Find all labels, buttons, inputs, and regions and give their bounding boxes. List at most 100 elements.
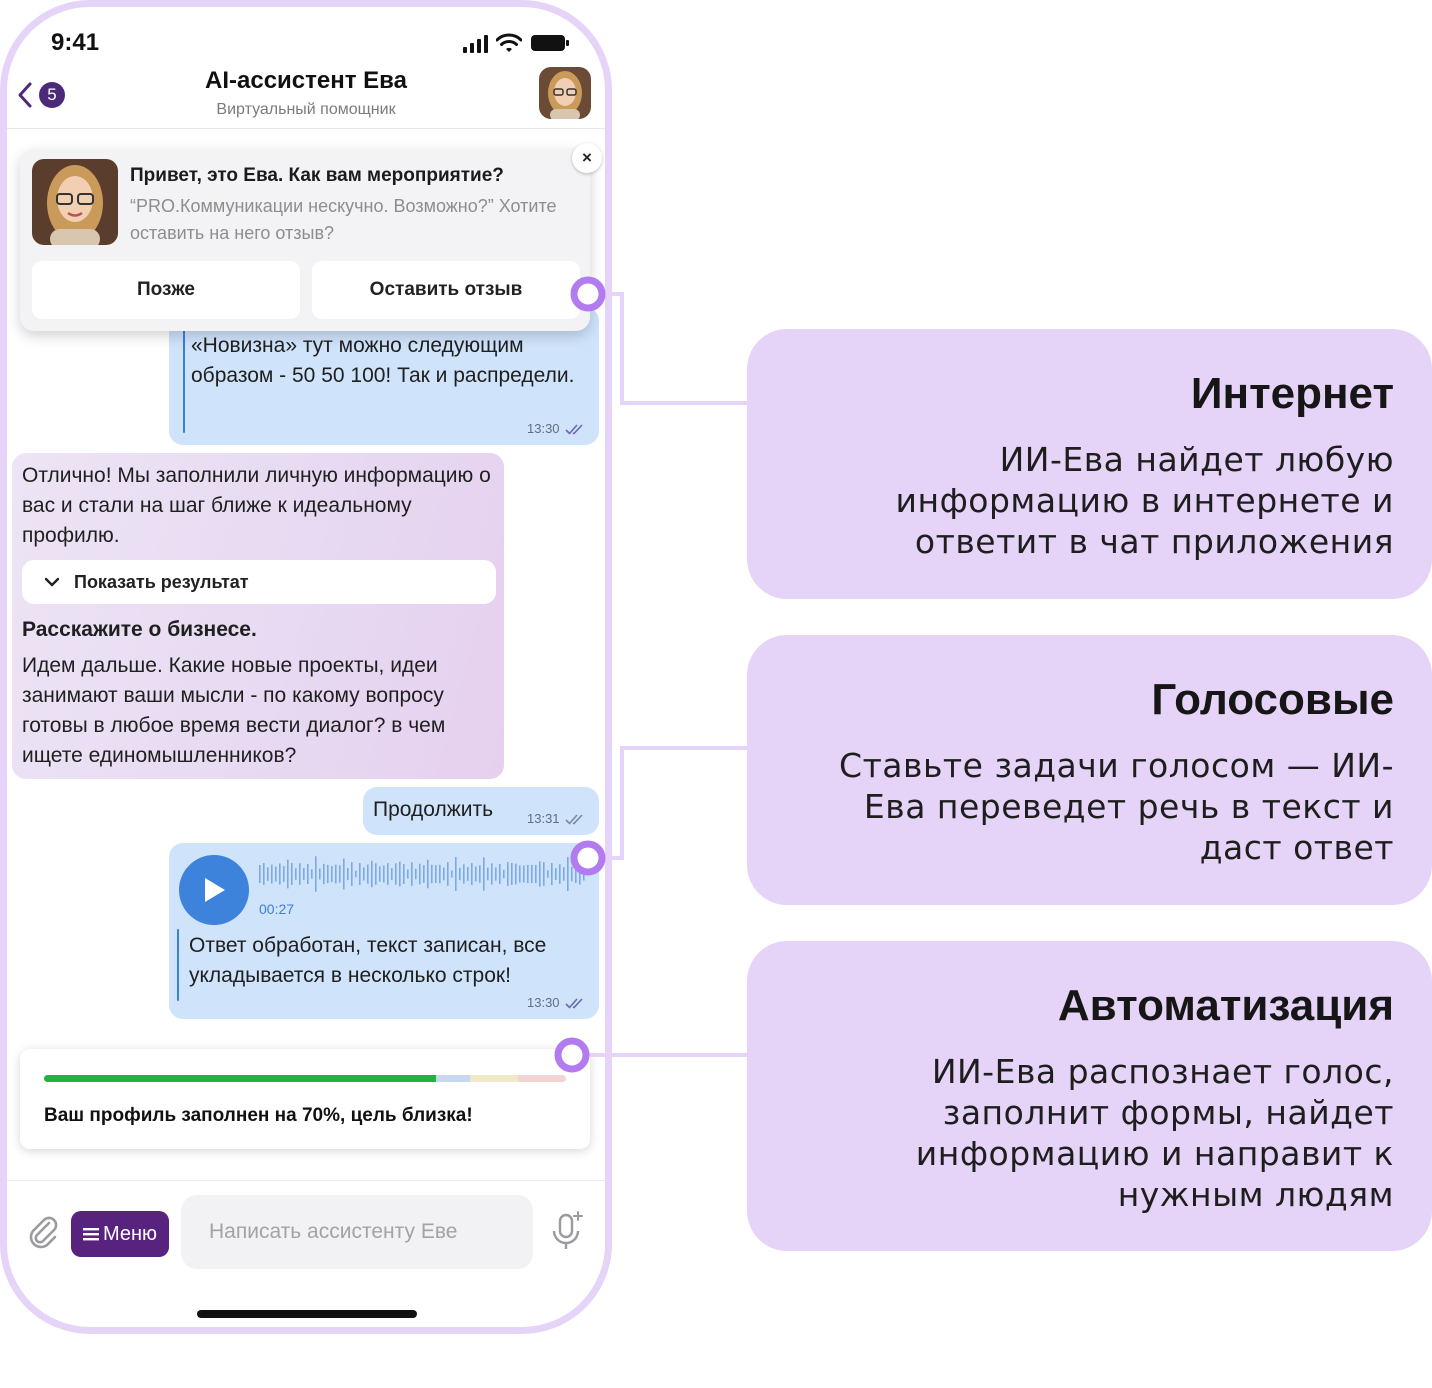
waveform-bar xyxy=(495,867,497,881)
message-intro: Отлично! Мы заполнили личную информацию … xyxy=(22,464,491,547)
message-composer xyxy=(181,1195,533,1269)
waveform-bar xyxy=(583,867,585,881)
play-icon xyxy=(205,878,225,902)
popup-avatar xyxy=(32,159,118,245)
waveform-bar xyxy=(443,867,445,881)
waveform-bar xyxy=(419,863,421,885)
waveform-bar xyxy=(335,864,337,884)
battery-icon xyxy=(531,35,569,51)
waveform-bar xyxy=(487,867,489,881)
callout-text: ИИ-Ева распознает голос, заполнит формы,… xyxy=(915,1052,1394,1214)
waveform-bar xyxy=(275,866,277,882)
assistant-avatar[interactable] xyxy=(539,67,591,119)
waveform-bar xyxy=(303,867,305,881)
waveform-bar xyxy=(439,864,441,884)
waveform-bar xyxy=(479,865,481,883)
later-button[interactable]: Позже xyxy=(32,261,300,319)
double-check-icon xyxy=(564,997,583,1009)
waveform-bar xyxy=(535,864,537,884)
phone-frame: 9:41 5 AI-ассистент Ева Виртуальный помо… xyxy=(0,0,612,1334)
waveform-bar xyxy=(379,866,381,882)
paperclip-icon[interactable] xyxy=(25,1213,61,1249)
waveform-bar xyxy=(483,857,485,891)
message-time-label: 13:30 xyxy=(527,995,560,1010)
waveform-bar xyxy=(547,870,549,878)
waveform-bar xyxy=(311,869,313,879)
menu-button[interactable]: Меню xyxy=(71,1211,169,1257)
callout-text: Ставьте задачи голосом — ИИ-Ева переведе… xyxy=(839,746,1394,867)
message-body: Идем дальше. Какие новые проекты, идеи з… xyxy=(22,654,446,767)
chevron-down-icon xyxy=(44,577,60,587)
voice-duration: 00:27 xyxy=(259,901,295,917)
waveform-bar xyxy=(507,862,509,886)
waveform-bar xyxy=(287,859,289,889)
progress-bar-fill xyxy=(44,1075,436,1082)
waveform-bar xyxy=(331,865,333,883)
waveform-bar xyxy=(359,863,361,885)
close-icon[interactable]: × xyxy=(572,143,602,173)
waveform-bar xyxy=(503,869,505,879)
waveform-bar xyxy=(259,865,261,883)
connector-voice xyxy=(600,746,747,860)
waveform-bar xyxy=(295,868,297,880)
callout-title: Голосовые xyxy=(1151,675,1394,724)
callout-text: ИИ-Ева найдет любую информацию в интерне… xyxy=(895,440,1394,561)
waveform-bar xyxy=(531,864,533,884)
popup-title: Привет, это Ева. Как вам мероприятие? xyxy=(130,165,504,186)
message-text: Продолжить xyxy=(373,798,494,821)
waveform-bar xyxy=(571,866,573,882)
leave-review-button[interactable]: Оставить отзыв xyxy=(312,261,580,319)
profile-progress-card: Ваш профиль заполнен на 70%, цель близка… xyxy=(20,1049,590,1149)
message-input[interactable] xyxy=(181,1195,533,1269)
play-button[interactable] xyxy=(179,855,249,925)
waveform-bar xyxy=(523,865,525,883)
waveform-bar xyxy=(263,863,265,885)
waveform-bar xyxy=(347,867,349,881)
waveform-bar xyxy=(527,864,529,884)
status-time: 9:41 xyxy=(51,29,100,56)
waveform-bar xyxy=(579,863,581,885)
home-indicator xyxy=(197,1310,417,1318)
double-check-icon xyxy=(564,813,583,825)
waveform-bar xyxy=(355,870,357,878)
outgoing-message-continue[interactable]: Продолжить 13:31 xyxy=(363,787,599,835)
waveform-bar xyxy=(551,863,553,885)
message-time-label: 13:30 xyxy=(527,421,560,436)
waveform-bar xyxy=(559,864,561,884)
mic-icon[interactable] xyxy=(547,1209,587,1253)
waveform-bar xyxy=(423,865,425,883)
waveform-bar xyxy=(539,861,541,887)
waveform-bar xyxy=(455,857,457,891)
menu-icon xyxy=(82,1228,99,1241)
waveform-bar xyxy=(431,864,433,884)
waveform-bar xyxy=(271,864,273,884)
waveform-bar xyxy=(343,858,345,890)
voice-waveform[interactable] xyxy=(259,855,589,893)
waveform-bar xyxy=(307,864,309,884)
chat-subtitle: Виртуальный помощник xyxy=(216,101,396,118)
waveform-bar xyxy=(575,865,577,883)
waveform-bar xyxy=(567,856,569,892)
show-result-button[interactable]: Показать результат xyxy=(22,560,496,604)
callout-title: Интернет xyxy=(1190,369,1394,418)
callout-voice: Голосовые Ставьте задачи голосом — ИИ-Ев… xyxy=(747,635,1432,905)
chevron-left-icon xyxy=(18,82,32,108)
waveform-bar xyxy=(451,870,453,878)
waveform-bar xyxy=(467,867,469,881)
waveform-bar xyxy=(371,860,373,888)
waveform-bar xyxy=(339,865,341,883)
waveform-bar xyxy=(279,863,281,885)
waveform-bar xyxy=(427,859,429,889)
progress-bar-track-3 xyxy=(518,1075,566,1082)
waveform-bar xyxy=(415,868,417,880)
waveform-bar xyxy=(395,863,397,885)
waveform-bar xyxy=(363,867,365,881)
back-button[interactable]: 5 xyxy=(17,81,65,109)
wifi-icon xyxy=(496,33,522,52)
callout-title: Автоматизация xyxy=(1057,981,1394,1030)
waveform-bar xyxy=(327,864,329,884)
waveform-bar xyxy=(399,861,401,887)
waveform-bar xyxy=(299,863,301,885)
review-popup: Привет, это Ева. Как вам мероприятие? “P… xyxy=(20,143,602,331)
waveform-bar xyxy=(267,867,269,881)
